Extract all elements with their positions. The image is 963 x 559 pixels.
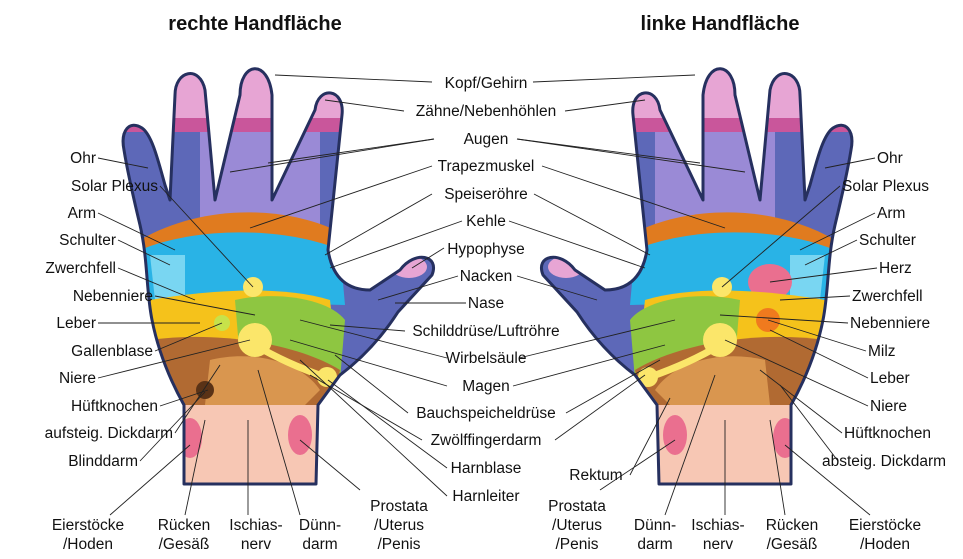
label-magen: Magen [462, 378, 509, 395]
label-r-ischias-2: nerv [241, 536, 271, 553]
label-l-ohr: Ohr [877, 150, 903, 167]
head-zone [100, 50, 460, 128]
label-r-blinddarm: Blinddarm [68, 453, 138, 470]
label-r-eierstoecke-2: /Hoden [63, 536, 113, 553]
title-right-palm: rechte Handfläche [168, 13, 341, 35]
label-l-ischias-2: nerv [703, 536, 733, 553]
right-hand-bottom-labels: Eierstöcke /Hoden Rücken /Gesäß Ischias-… [52, 498, 428, 553]
thumb-tip [391, 256, 427, 278]
prostate-spot [288, 415, 312, 455]
label-l-ruecken-2: /Gesäß [767, 536, 818, 553]
label-zaehne: Zähne/Nebenhöhlen [416, 103, 556, 120]
label-l-prostata-1: Prostata [548, 498, 606, 515]
label-r-schulter: Schulter [59, 232, 116, 249]
label-r-nebenniere: Nebenniere [73, 288, 153, 305]
label-l-ischias-1: Ischias- [691, 517, 744, 534]
label-r-duenndarm-2: darm [302, 536, 337, 553]
label-r-prostata-3: /Penis [377, 536, 420, 553]
thumb-tip [548, 256, 584, 278]
left-hand-bottom-labels: Prostata /Uterus /Penis Dünn- darm Ischi… [548, 498, 921, 553]
label-l-prostata-3: /Penis [555, 536, 598, 553]
label-l-prostata-2: /Uterus [552, 517, 602, 534]
label-r-ruecken-1: Rücken [158, 517, 211, 534]
label-r-eierstoecke-1: Eierstöcke [52, 517, 124, 534]
teeth-zone [515, 118, 875, 132]
label-l-leber: Leber [870, 370, 910, 387]
label-l-eierstoecke-1: Eierstöcke [849, 517, 921, 534]
label-l-milz: Milz [868, 343, 896, 360]
label-rektum: Rektum [569, 467, 622, 484]
appendix-spot [196, 381, 214, 399]
head-zone [515, 50, 875, 128]
label-bauchspeicheldruese: Bauchspeicheldrüse [416, 405, 556, 422]
label-l-herz: Herz [879, 260, 912, 277]
title-left-palm: linke Handfläche [641, 13, 800, 35]
wrist-zone [100, 405, 460, 505]
label-r-niere: Niere [59, 370, 96, 387]
label-hypophyse: Hypophyse [447, 241, 525, 258]
wrist-zone [515, 405, 875, 505]
label-l-hueftknochen: Hüftknochen [844, 425, 931, 442]
label-r-prostata-2: /Uterus [374, 517, 424, 534]
label-r-ohr: Ohr [70, 150, 96, 167]
label-l-absteig-dickdarm: absteig. Dickdarm [822, 453, 946, 470]
label-l-eierstoecke-2: /Hoden [860, 536, 910, 553]
label-r-hueftknochen: Hüftknochen [71, 398, 158, 415]
label-r-prostata-1: Prostata [370, 498, 428, 515]
label-r-arm: Arm [68, 205, 96, 222]
label-harnblase: Harnblase [451, 460, 522, 477]
left-hand [515, 50, 875, 505]
label-r-ischias-1: Ischias- [229, 517, 282, 534]
label-zwoelffingerdarm: Zwölffingerdarm [431, 432, 542, 449]
label-l-duenndarm-1: Dünn- [634, 517, 676, 534]
label-r-solar-plexus: Solar Plexus [71, 178, 158, 195]
label-l-ruecken-1: Rücken [766, 517, 819, 534]
label-kopf-gehirn: Kopf/Gehirn [445, 75, 528, 92]
label-r-zwerchfell: Zwerchfell [45, 260, 116, 277]
label-l-solar-plexus: Solar Plexus [842, 178, 929, 195]
label-l-niere: Niere [870, 398, 907, 415]
label-wirbelsaeule: Wirbelsäule [446, 350, 527, 367]
label-l-duenndarm-2: darm [637, 536, 672, 553]
teeth-zone [100, 118, 460, 132]
label-r-gallenblase: Gallenblase [71, 343, 153, 360]
label-harnleiter: Harnleiter [452, 488, 519, 505]
label-kehle: Kehle [466, 213, 506, 230]
label-r-aufsteig-dickdarm: aufsteig. Dickdarm [45, 425, 173, 442]
label-r-leber: Leber [56, 315, 96, 332]
label-trapezmuskel: Trapezmuskel [438, 158, 535, 175]
label-l-zwerchfell: Zwerchfell [852, 288, 923, 305]
label-r-duenndarm-1: Dünn- [299, 517, 341, 534]
label-speiseroehre: Speiseröhre [444, 186, 528, 203]
label-nacken: Nacken [460, 268, 513, 285]
label-augen: Augen [464, 131, 509, 148]
label-l-schulter: Schulter [859, 232, 916, 249]
label-l-nebenniere: Nebenniere [850, 315, 930, 332]
label-l-arm: Arm [877, 205, 905, 222]
label-r-ruecken-2: /Gesäß [159, 536, 210, 553]
prostate-spot [663, 415, 687, 455]
label-schilddruese: Schilddrüse/Luftröhre [412, 323, 559, 340]
label-nase: Nase [468, 295, 504, 312]
